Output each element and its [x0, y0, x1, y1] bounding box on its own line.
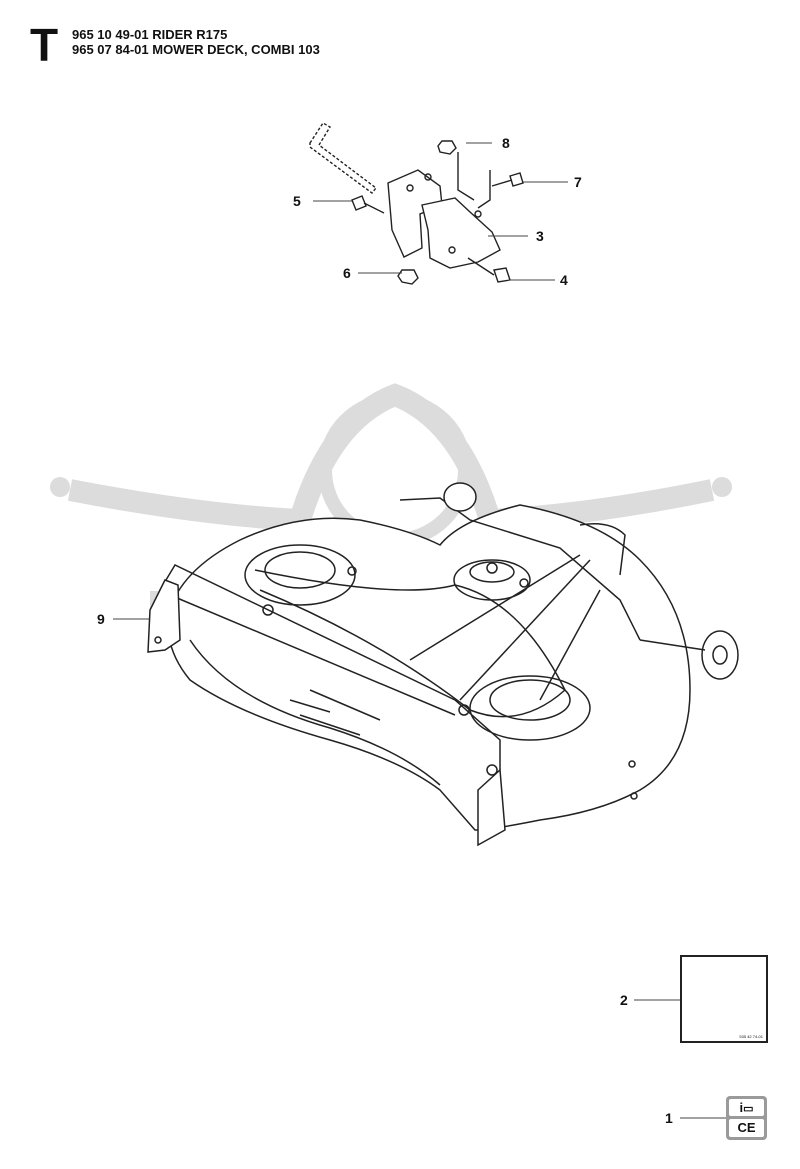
warning-decal: 535 42 74-01: [680, 955, 768, 1043]
callout-9: 9: [97, 611, 105, 627]
callout-5: 5: [293, 193, 301, 209]
callout-7: 7: [574, 174, 582, 190]
decal-part-code: 535 42 74-01: [739, 1034, 763, 1039]
manual-ce-badge: i▭ CE: [726, 1096, 767, 1140]
callout-4: 4: [560, 272, 568, 288]
page-header: 965 10 49-01 RIDER R175 965 07 84-01 MOW…: [72, 27, 320, 57]
section-letter: T: [30, 19, 59, 71]
bracket-assembly: [309, 122, 524, 285]
manual-icon: i▭: [729, 1099, 764, 1116]
ce-mark: CE: [729, 1119, 764, 1137]
info-letter: i: [739, 1100, 744, 1115]
mower-deck: [147, 482, 739, 847]
callout-6: 6: [343, 265, 351, 281]
header-deck-line: 965 07 84-01 MOWER DECK, COMBI 103: [72, 42, 320, 57]
callout-leaders: [113, 142, 726, 1119]
callout-8: 8: [502, 135, 510, 151]
callout-2: 2: [620, 992, 628, 1008]
callout-1: 1: [665, 1110, 673, 1126]
header-model-line: 965 10 49-01 RIDER R175: [72, 27, 228, 42]
callout-3: 3: [536, 228, 544, 244]
